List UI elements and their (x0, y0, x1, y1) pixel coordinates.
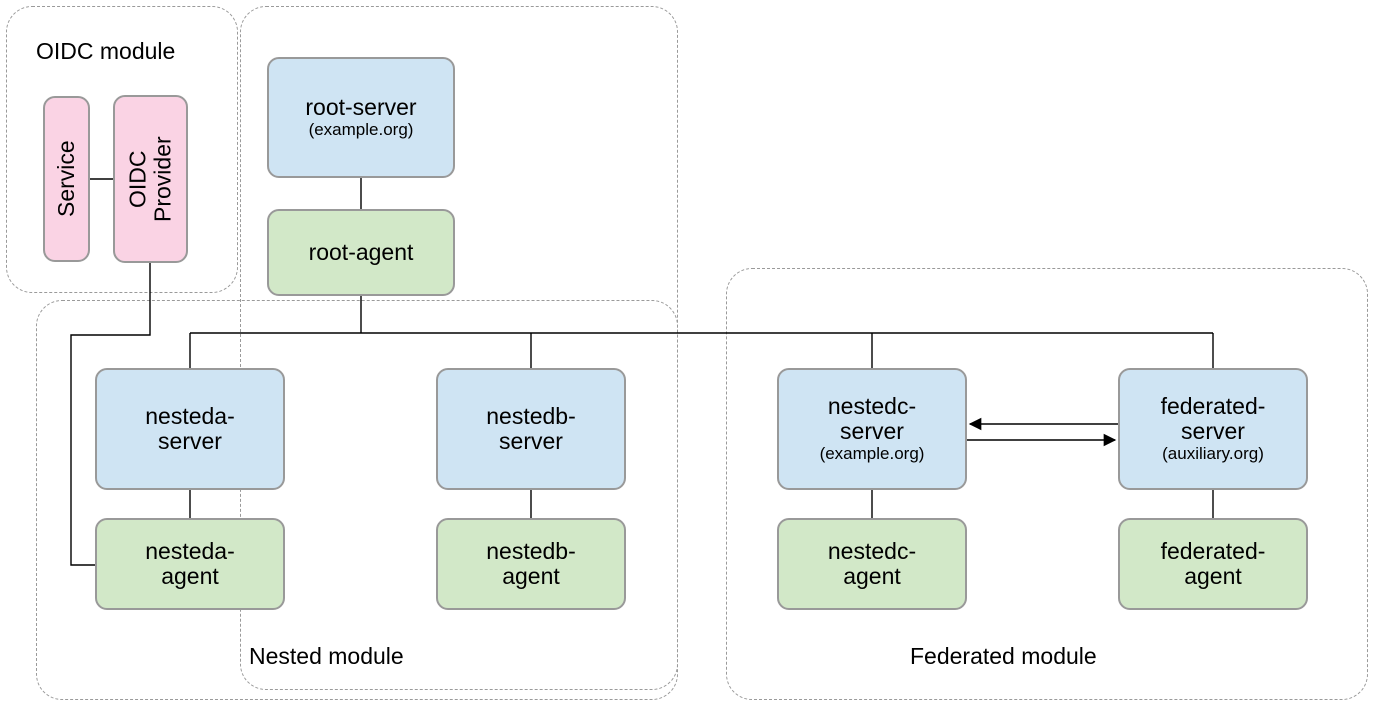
module-label-oidc: OIDC module (36, 38, 176, 64)
node-nestedc-server-domain: (example.org) (819, 444, 925, 464)
module-label-nested: Nested module (249, 643, 404, 669)
node-federated-agent[interactable]: federated- agent (1118, 518, 1308, 610)
module-label-federated: Federated module (910, 643, 1097, 669)
node-nesteda-agent-label: nesteda- agent (145, 538, 235, 589)
module-container-federated (726, 268, 1368, 700)
module-container-nested-lower (36, 300, 678, 700)
node-nesteda-server-label: nesteda- server (145, 403, 235, 454)
node-nestedb-agent-label: nestedb- agent (486, 538, 576, 589)
node-nestedc-server-label: nestedc- server (827, 393, 917, 445)
node-nestedb-server-label: nestedb- server (486, 403, 576, 454)
node-nestedb-agent[interactable]: nestedb- agent (436, 518, 626, 610)
node-oidc-provider[interactable]: OIDC Provider (113, 95, 188, 263)
node-nestedc-server[interactable]: nestedc- server (example.org) (777, 368, 967, 490)
node-nestedb-server[interactable]: nestedb- server (436, 368, 626, 490)
node-service-label: Service (53, 140, 80, 218)
node-federated-server[interactable]: federated- server (auxiliary.org) (1118, 368, 1308, 490)
node-federated-server-domain: (auxiliary.org) (1162, 444, 1264, 464)
node-root-server-domain: (example.org) (308, 120, 414, 140)
node-root-server[interactable]: root-server (example.org) (267, 57, 455, 178)
node-nesteda-agent[interactable]: nesteda- agent (95, 518, 285, 610)
node-nesteda-server[interactable]: nesteda- server (95, 368, 285, 490)
node-root-server-label: root-server (305, 94, 417, 121)
node-root-agent-label: root-agent (308, 239, 414, 266)
node-federated-agent-label: federated- agent (1160, 538, 1266, 589)
node-oidc-provider-label: OIDC Provider (124, 136, 176, 222)
node-nestedc-agent-label: nestedc- agent (827, 538, 917, 589)
node-service[interactable]: Service (43, 96, 90, 262)
node-root-agent[interactable]: root-agent (267, 209, 455, 296)
node-nestedc-agent[interactable]: nestedc- agent (777, 518, 967, 610)
node-federated-server-label: federated- server (1160, 393, 1266, 445)
